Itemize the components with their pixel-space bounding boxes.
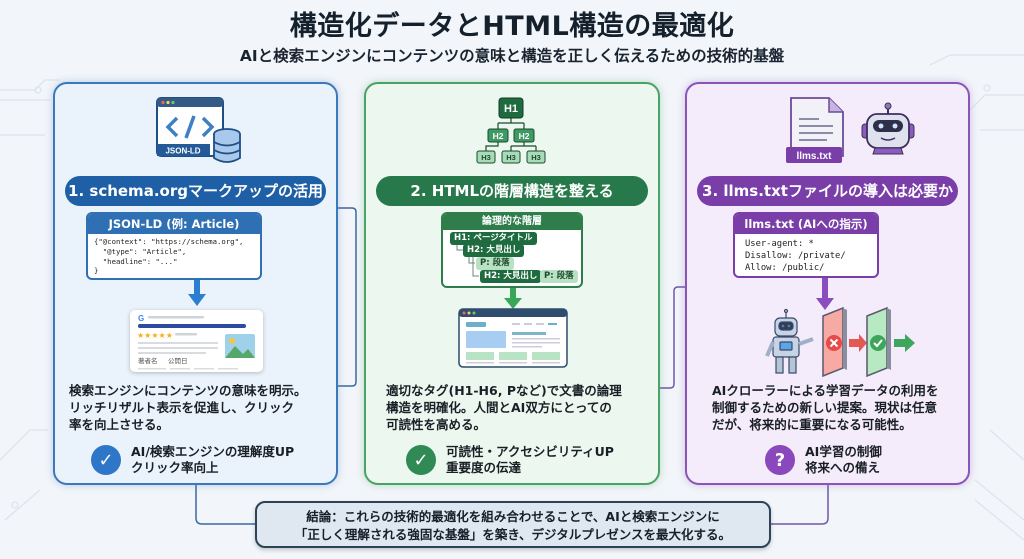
- svg-text:H2: H2: [493, 131, 504, 141]
- json-ld-code: {"@context": "https://schema.org", "@typ…: [94, 237, 244, 276]
- code-window-database-icon: JSON-LD: [156, 97, 241, 163]
- json-ld-example-box: JSON-LD (例: Article) {"@context": "https…: [86, 212, 262, 280]
- llms-box-title: llms.txt (AIへの指示): [735, 214, 877, 234]
- hierarchy-list: H1: ページタイトル H2: 大見出し P: 段落 H2: 大見出し P: 段…: [443, 230, 581, 286]
- arrow-down-icon: [504, 288, 522, 309]
- section-description-schema: 検索エンジンにコンテンツの意味を明示。 リッチリザルト表示を促進し、クリック 率…: [69, 383, 307, 432]
- hierarchy-box-title: 論理的な階層: [443, 214, 581, 230]
- hierarchy-item: H2: 大見出し: [480, 270, 542, 283]
- webpage-layout-icon: [458, 308, 568, 368]
- page-title: 構造化データとHTML構造の最適化: [289, 11, 735, 42]
- benefit-schema: ✓ AI/検索エンジンの理解度UP クリック率向上: [91, 444, 294, 476]
- section-title-schema: 1. schema.orgマークアップの活用: [65, 176, 326, 206]
- heading-tree-icon: H1 H2 H2 H3 H3 H3: [476, 97, 546, 164]
- section-title-html: 2. HTMLの階層構造を整える: [376, 176, 648, 206]
- svg-text:H1: H1: [504, 103, 518, 115]
- benefit-llms: ? AI学習の制御 将来への備え: [765, 444, 882, 476]
- conclusion-box: 結論：これらの技術的最適化を組み合わせることで、AIと検索エンジンに 「正しく理…: [255, 501, 771, 548]
- svg-text:著者名: 著者名: [138, 356, 158, 365]
- connector-2-3: [660, 286, 685, 389]
- svg-text:H3: H3: [481, 153, 491, 162]
- json-ld-box-title: JSON-LD (例: Article): [88, 214, 260, 234]
- llms-example-box: llms.txt (AIへの指示) User-agent: *Disallow:…: [733, 212, 879, 278]
- llms-code: User-agent: *Disallow: /private/Allow: /…: [745, 239, 846, 273]
- hierarchy-item: H1: ページタイトル: [450, 232, 537, 245]
- json-ld-icon-label: JSON-LD: [165, 147, 200, 156]
- llms-icon-label: llms.txt: [796, 151, 832, 162]
- conclusion-line: 「正しく理解される強固な基盤」を築き、デジタルプレゼンスを最大化する。: [294, 527, 732, 542]
- connector-1-conclusion: [195, 485, 256, 525]
- hierarchy-item: P: 段落: [540, 270, 578, 283]
- rating-stars: ★★★★★: [137, 331, 173, 340]
- rich-result-card: G ★★★★★ 著者名 公開日: [130, 310, 263, 372]
- svg-text:H2: H2: [519, 131, 530, 141]
- svg-text:H3: H3: [506, 153, 516, 162]
- connector-3-conclusion: [771, 485, 829, 525]
- svg-text:H3: H3: [531, 153, 541, 162]
- robot-icon: [861, 102, 915, 155]
- arrow-down-icon: [816, 278, 834, 310]
- hierarchy-item: P: 段落: [476, 257, 514, 270]
- robot-gate-icon: [765, 306, 915, 378]
- conclusion-line: 結論：これらの技術的最適化を組み合わせることで、AIと検索エンジンに: [306, 509, 720, 524]
- hierarchy-item: H2: 大見出し: [463, 244, 525, 257]
- benefit-html: ✓ 可読性・アクセシビリティUP 重要度の伝達: [406, 444, 614, 476]
- svg-text:G: G: [138, 314, 144, 323]
- section-card-llms: llms.txt 3. llms.txtファイルの導入は必要か llms.txt…: [685, 82, 970, 485]
- section-card-schema: JSON-LD 1. schema.orgマークアップの活用 JSON-LD (…: [53, 82, 338, 485]
- svg-text:★★★★★: ★★★★★: [137, 331, 173, 340]
- text-file-icon: llms.txt: [786, 97, 844, 163]
- hierarchy-box: 論理的な階層 H1: ページタイトル H2: 大見出し P: 段落 H2: 大見…: [441, 212, 583, 288]
- page-subtitle: AIと検索エンジンにコンテンツの意味と構造を正しく伝えるための技術的基盤: [239, 47, 785, 65]
- hierarchy-lines: [456, 244, 479, 277]
- arrow-down-icon: [188, 280, 206, 306]
- check-circle-icon: ✓: [91, 445, 121, 475]
- section-card-html: H1 H2 H2 H3 H3 H3 2. HTMLの階層構造を整える 論理的な階…: [364, 82, 660, 485]
- check-circle-icon: ✓: [406, 445, 436, 475]
- section-description-html: 適切なタグ(H1-H6, Pなど)で文書の論理 構造を明確化。人間とAI双方にと…: [386, 383, 622, 432]
- connector-1-2: [337, 207, 357, 387]
- google-rich-result-icon: G ★★★★★ 著者名 公開日: [137, 314, 255, 370]
- section-title-llms: 3. llms.txtファイルの導入は必要か: [697, 176, 958, 206]
- question-circle-icon: ?: [765, 445, 795, 475]
- section-description-llms: AIクローラーによる学習データの利用を 制御するための新しい提案。現状は任意 だ…: [712, 383, 939, 432]
- svg-text:公開日: 公開日: [168, 357, 188, 365]
